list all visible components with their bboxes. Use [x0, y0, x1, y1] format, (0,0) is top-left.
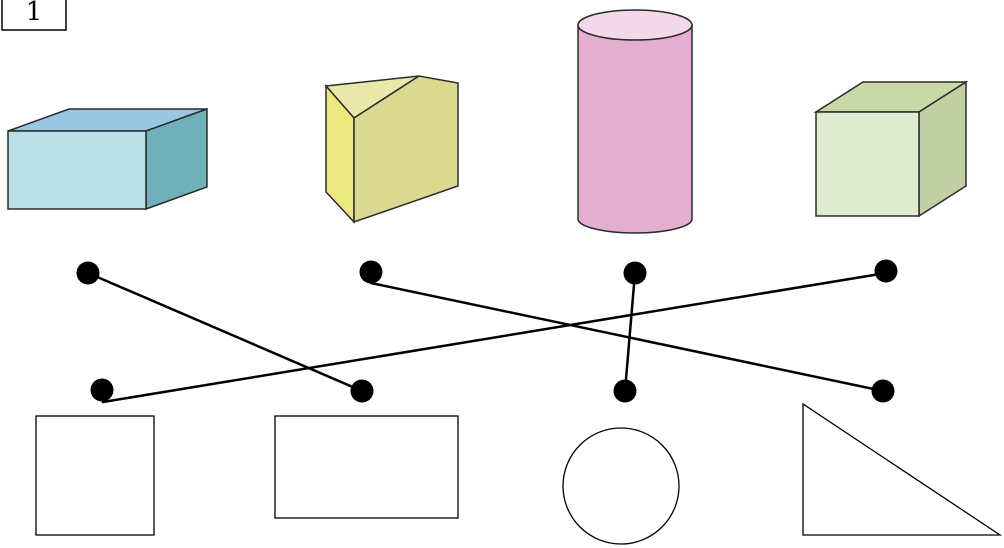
dot-cuboid[interactable]: [76, 261, 100, 285]
cylinder-shape: [577, 9, 693, 234]
top-dots: [76, 259, 898, 285]
circle-shape: [562, 427, 680, 545]
problem-number-box: 1: [1, 0, 67, 31]
matching-lines: [86, 271, 888, 404]
dot-circle[interactable]: [613, 379, 637, 403]
triangular-prism-shape: [324, 75, 459, 224]
dot-square[interactable]: [90, 378, 114, 402]
dot-cube[interactable]: [874, 259, 898, 283]
dot-triangular-prism[interactable]: [359, 260, 383, 284]
line-prism-triangle: [369, 281, 885, 393]
cube-shape: [813, 80, 969, 218]
bottom-dots: [90, 378, 895, 403]
line-cuboid-rectangle: [86, 271, 364, 393]
flat-shapes: [35, 402, 1003, 545]
cuboid-shape: [7, 107, 208, 211]
dot-rectangle[interactable]: [350, 379, 374, 403]
square-shape: [35, 415, 155, 536]
line-cylinder-circle: [623, 271, 637, 393]
dot-cylinder[interactable]: [623, 261, 647, 285]
line-cube-square: [101, 271, 888, 404]
dot-triangle[interactable]: [871, 379, 895, 403]
problem-number: 1: [26, 0, 43, 27]
triangle-shape: [802, 402, 1003, 536]
rectangle-shape: [274, 415, 459, 519]
